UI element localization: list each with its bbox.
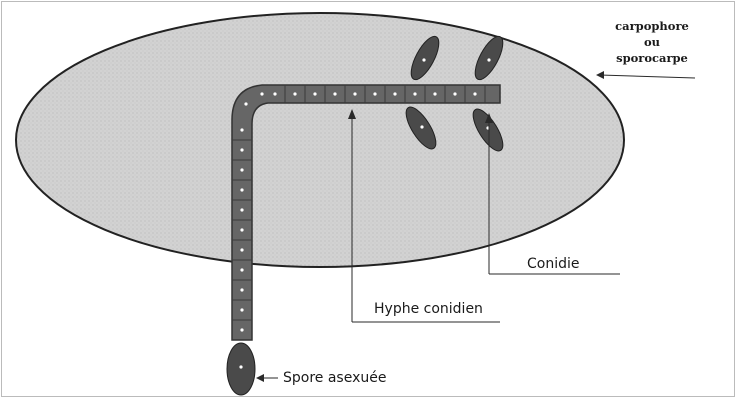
label-carpophore: carpophore: [615, 19, 689, 33]
label-hyphe-conidien: Hyphe conidien: [374, 301, 483, 317]
label-spore-asexuee: Spore asexuée: [283, 370, 386, 386]
carpophore-ellipse: [16, 13, 624, 267]
label-conidie: Conidie: [527, 256, 580, 272]
spore-asexuee-shape: [227, 343, 255, 395]
label-ou: ou: [644, 35, 660, 49]
label-sporocarpe: sporocarpe: [616, 51, 688, 65]
